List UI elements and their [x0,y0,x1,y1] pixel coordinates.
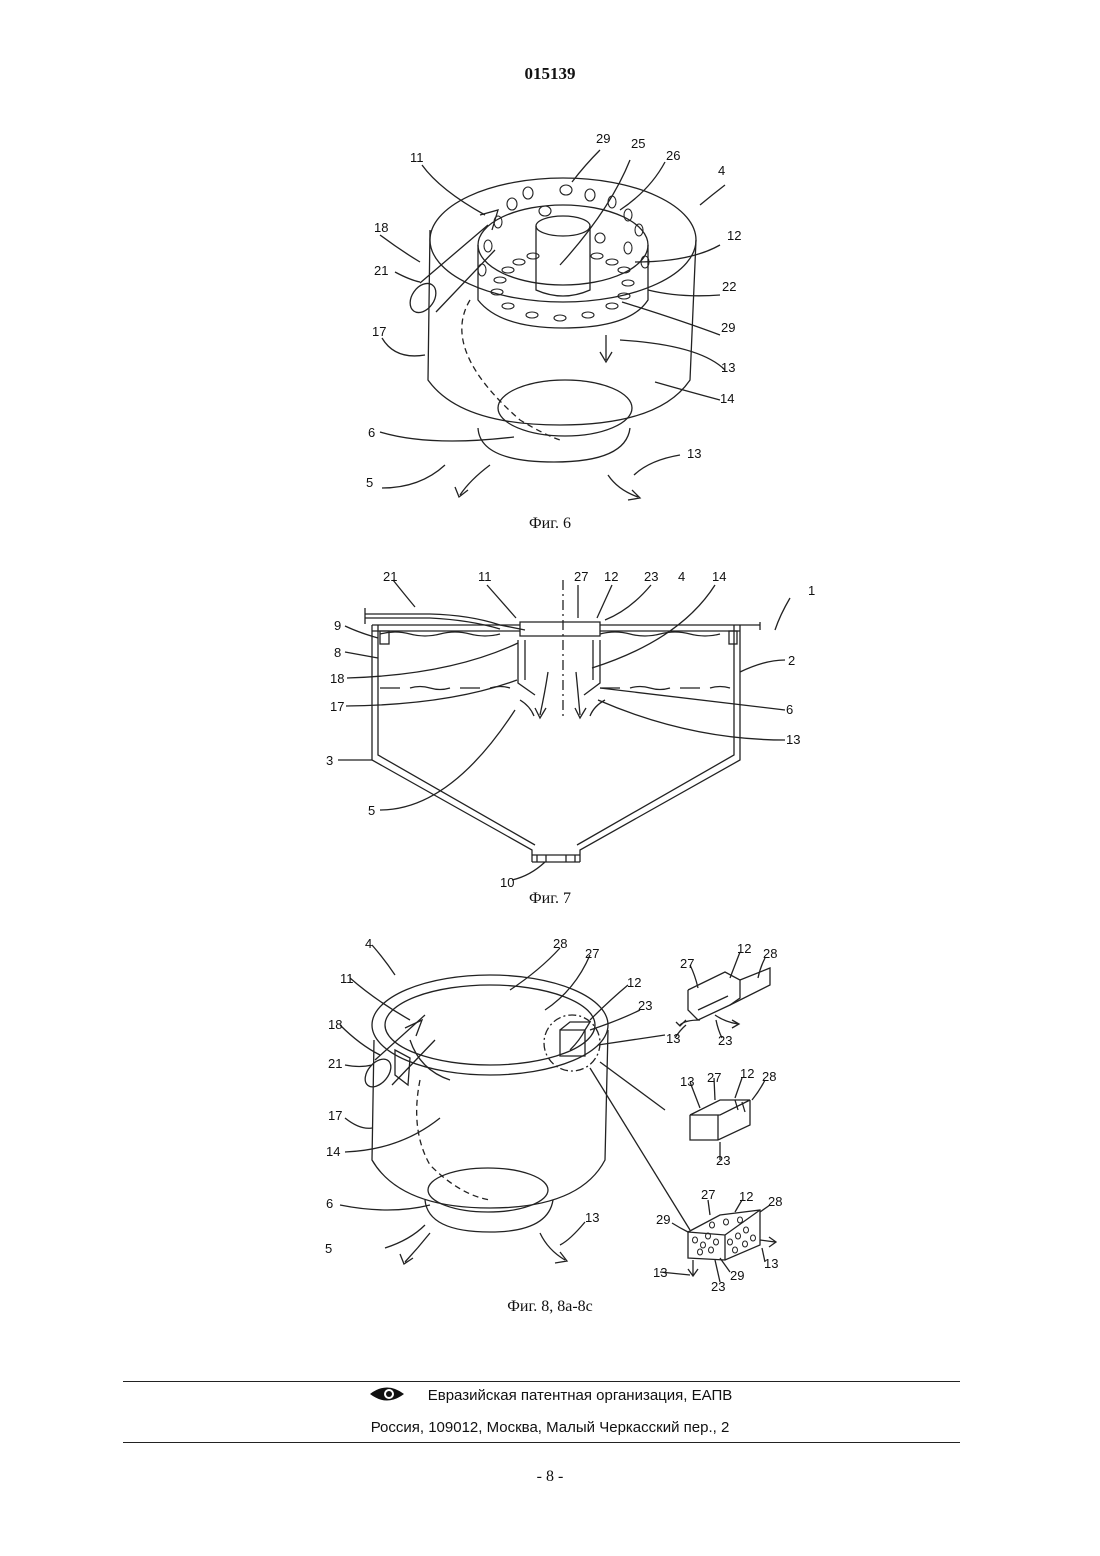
eapo-eye-icon [368,1385,406,1407]
label: 23 [718,1033,732,1048]
label: 10 [500,875,514,890]
label: 12 [727,228,741,243]
footer-rule-top [123,1381,960,1382]
organization-line: Евразийская патентная организация, ЕАПВ [0,1385,1100,1407]
label: 6 [326,1196,333,1211]
page-number: - 8 - [0,1468,1100,1486]
label: 28 [762,1069,776,1084]
label: 2 [788,653,795,668]
label: 21 [328,1056,342,1071]
label: 6 [786,702,793,717]
label: 23 [644,569,658,584]
label: 11 [340,971,354,986]
label: 27 [701,1187,715,1202]
label: 6 [368,425,375,440]
label: 12 [737,941,751,956]
label: 27 [585,946,599,961]
label: 14 [720,391,734,406]
document-number: 015139 [0,64,1100,84]
label: 18 [330,671,344,686]
label: 13 [721,360,735,375]
label: 18 [374,220,388,235]
label: 27 [680,956,694,971]
figure-7-caption: Фиг. 7 [0,890,1100,908]
label: 17 [330,699,344,714]
label: 5 [368,803,375,818]
label: 12 [627,975,641,990]
label: 29 [730,1268,744,1283]
label: 28 [763,946,777,961]
label: 12 [739,1189,753,1204]
label: 28 [768,1194,782,1209]
label: 5 [366,475,373,490]
label: 13 [585,1210,599,1225]
label: 13 [653,1265,667,1280]
label: 13 [764,1256,778,1271]
label: 4 [678,569,685,584]
label: 23 [638,998,652,1013]
label: 13 [786,732,800,747]
label: 23 [716,1153,730,1168]
organization-name: Евразийская патентная организация, ЕАПВ [428,1387,733,1404]
label: 26 [666,148,680,163]
label: 17 [372,324,386,339]
label: 27 [574,569,588,584]
label: 13 [680,1074,694,1089]
figure-7-drawing: 21 11 27 12 23 4 14 1 9 2 8 18 17 6 13 3… [320,565,830,890]
label: 22 [722,279,736,294]
figure-8-drawing: 4 28 27 11 12 23 18 21 17 14 6 5 13 27 1… [320,935,800,1300]
figure-6-caption: Фиг. 6 [0,515,1100,533]
label: 14 [712,569,726,584]
label: 3 [326,753,333,768]
figure-6-drawing: 29 25 26 4 11 18 12 21 22 17 29 13 14 6 … [350,120,750,510]
label: 11 [410,150,424,165]
label: 8 [334,645,341,660]
label: 4 [718,163,725,178]
label: 27 [707,1070,721,1085]
label: 23 [711,1279,725,1294]
label: 21 [374,263,388,278]
footer-rule-bottom [123,1442,960,1443]
label: 21 [383,569,397,584]
label: 4 [365,936,372,951]
organization-address: Россия, 109012, Москва, Малый Черкасский… [0,1419,1100,1436]
figure-8-caption: Фиг. 8, 8а-8с [0,1298,1100,1316]
label: 13 [687,446,701,461]
label: 17 [328,1108,342,1123]
label: 12 [604,569,618,584]
label: 13 [666,1031,680,1046]
label: 9 [334,618,341,633]
label: 28 [553,936,567,951]
label: 29 [721,320,735,335]
label: 29 [656,1212,670,1227]
label: 25 [631,136,645,151]
label: 18 [328,1017,342,1032]
label: 29 [596,131,610,146]
label: 11 [478,569,492,584]
label: 14 [326,1144,340,1159]
label: 1 [808,583,815,598]
label: 12 [740,1066,754,1081]
label: 5 [325,1241,332,1256]
